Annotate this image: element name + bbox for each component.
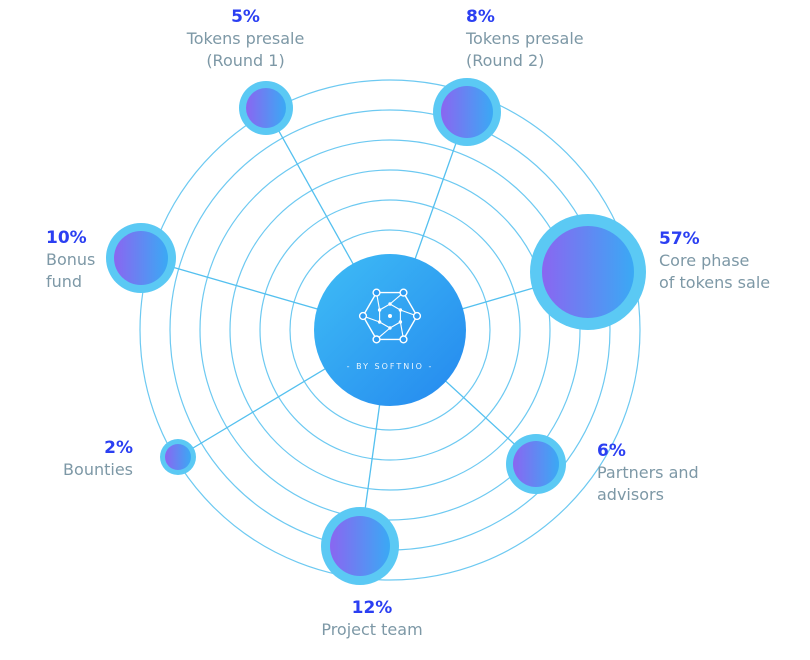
percent-value: 12%: [351, 598, 393, 618]
node-core: [165, 444, 191, 470]
label-partners-advisors: 6% Partners and advisors: [597, 440, 737, 506]
node-project-team: [321, 507, 399, 585]
hexagon-network-icon: [358, 288, 422, 344]
label-line: Bonus: [46, 250, 96, 269]
label-line: advisors: [597, 485, 664, 504]
label-project-team: 12% Project team: [290, 597, 454, 641]
orbit-ring: [229, 169, 551, 491]
node-presale-round-1: [239, 81, 293, 135]
node-partners-advisors: [506, 434, 566, 494]
label-line: (Round 1): [206, 51, 285, 70]
node-bounties: [160, 439, 196, 475]
orbit-ring: [259, 199, 521, 461]
label-line: of tokens sale: [659, 273, 771, 292]
node-core: [441, 86, 493, 138]
center-hub: - BY SOFTNIO -: [314, 254, 466, 406]
node-core: [542, 226, 634, 318]
label-bounties: 2% Bounties: [30, 437, 133, 481]
node-core-phase: [530, 214, 646, 330]
label-presale-round-1: 5% Tokens presale (Round 1): [163, 6, 328, 72]
node-presale-round-2: [433, 78, 501, 146]
node-bonus-fund: [106, 223, 176, 293]
percent-value: 10%: [46, 228, 87, 248]
brand-caption: - BY SOFTNIO -: [347, 362, 434, 371]
label-line: Project team: [321, 620, 423, 639]
node-core: [330, 516, 390, 576]
label-line: Tokens presale: [186, 29, 305, 48]
label-line: Partners and: [597, 463, 699, 482]
nodes: [106, 78, 646, 585]
label-line: (Round 2): [466, 51, 545, 70]
orbit-ring: [199, 139, 581, 521]
percent-value: 5%: [231, 7, 260, 27]
percent-value: 2%: [104, 438, 133, 458]
center-circle: [314, 254, 466, 406]
label-line: Tokens presale: [466, 29, 584, 48]
label-line: fund: [46, 272, 83, 291]
label-line: Core phase: [659, 251, 750, 270]
node-core: [114, 231, 168, 285]
label-bonus-fund: 10% Bonus fund: [46, 227, 156, 293]
node-core: [246, 88, 286, 128]
orbit-ring: [139, 79, 641, 581]
percent-value: 6%: [597, 441, 626, 461]
orbit-ring: [289, 229, 491, 431]
label-presale-round-2: 8% Tokens presale (Round 2): [466, 6, 646, 72]
label-core-phase: 57% Core phase of tokens sale: [659, 228, 809, 294]
label-line: Bounties: [63, 460, 133, 479]
percent-value: 57%: [659, 229, 700, 249]
node-core: [513, 441, 559, 487]
percent-value: 8%: [466, 7, 495, 27]
